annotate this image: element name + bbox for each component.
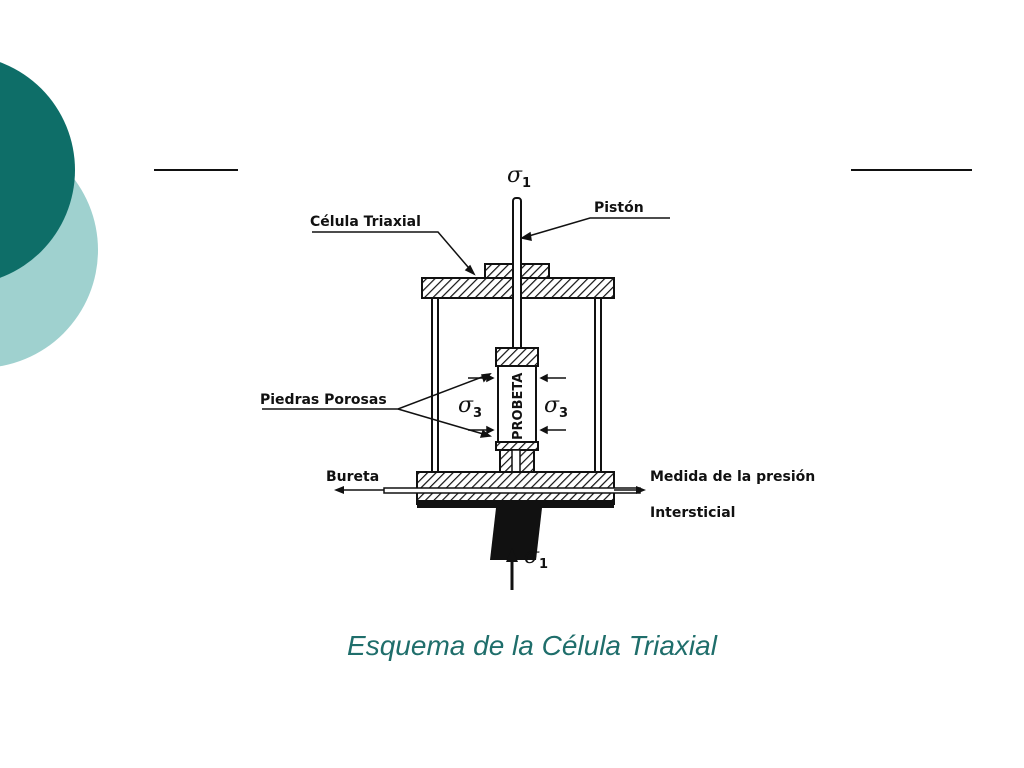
tie-rod-left — [431, 297, 439, 473]
slide-caption: Esquema de la Célula Triaxial — [347, 630, 717, 661]
porous-stone-top — [495, 347, 539, 367]
tie-rod-right — [594, 297, 602, 473]
piston-rod — [512, 197, 522, 351]
bureta-arrow — [334, 486, 384, 494]
label-bureta: Bureta — [326, 469, 379, 485]
leader-lines — [262, 217, 670, 438]
top-cap-right-boss — [520, 263, 550, 279]
specimen-label: PROBETA — [511, 373, 526, 440]
bottom-load-arrow — [506, 548, 518, 590]
sigma3-right: σ3 — [544, 393, 568, 421]
decor-circle-dark — [0, 62, 75, 278]
label-piston: Pistón — [594, 200, 644, 216]
label-celula-triaxial: Célula Triaxial — [310, 214, 421, 230]
presion-arrow — [614, 486, 646, 494]
specimen — [497, 365, 537, 443]
top-cap-right — [520, 277, 615, 299]
sigma3-left: σ3 — [458, 393, 482, 421]
base-foot — [417, 500, 614, 508]
label-medida-presion: Medida de la presión — [650, 469, 815, 485]
porous-stone-bottom — [495, 441, 539, 451]
sigma1-bottom: σ1 — [524, 544, 548, 572]
triaxial-cell-diagram: PROBETA — [260, 163, 815, 590]
sigma1-top: σ1 — [507, 163, 531, 191]
loading-ram — [490, 508, 542, 560]
label-intersticial: Intersticial — [650, 505, 735, 521]
top-cap-left — [421, 277, 514, 299]
top-cap-left-boss — [484, 263, 514, 279]
drain-line — [383, 487, 641, 494]
label-piedras-porosas: Piedras Porosas — [260, 392, 387, 408]
